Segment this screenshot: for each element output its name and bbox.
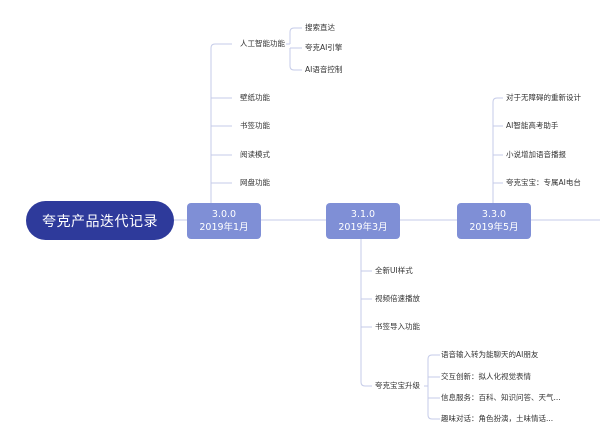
feature-ai-friend[interactable]: 语音输入转为能聊天的AI朋友: [441, 350, 539, 359]
version-node-3-1-0[interactable]: 3.1.0 2019年3月: [326, 203, 400, 239]
version-date: 2019年5月: [469, 222, 519, 233]
version-number: 3.3.0: [481, 209, 507, 220]
feature-wallpaper[interactable]: 壁纸功能: [240, 93, 270, 102]
feature-exam-assistant[interactable]: AI智能高考助手: [506, 121, 559, 130]
feature-accessibility[interactable]: 对于无障碍的重新设计: [506, 93, 581, 102]
feature-video-speed[interactable]: 视频倍速播放: [375, 294, 420, 303]
feature-bookmark-import[interactable]: 书签导入功能: [375, 322, 420, 331]
version-date: 2019年1月: [199, 222, 249, 233]
feature-ai-engine[interactable]: 夸克AI引擎: [305, 43, 343, 52]
feature-new-ui[interactable]: 全新UI样式: [375, 266, 413, 275]
feature-visual-expression[interactable]: 交互创新：拟人化视觉表情: [441, 372, 531, 381]
feature-info-service[interactable]: 信息服务：百科、知识问答、天气...: [441, 393, 561, 402]
feature-quark-baby-upgrade[interactable]: 夸克宝宝升级: [375, 381, 420, 390]
feature-novel-voice[interactable]: 小说增加语音播报: [506, 150, 566, 159]
feature-reading-mode[interactable]: 阅读模式: [240, 150, 270, 159]
version-node-3-3-0[interactable]: 3.3.0 2019年5月: [457, 203, 531, 239]
feature-fun-dialog[interactable]: 趣味对话：角色扮演，土味情话...: [441, 414, 554, 423]
feature-search-direct[interactable]: 搜索直达: [305, 23, 335, 32]
version-number: 3.0.0: [211, 209, 237, 220]
root-node[interactable]: 夸克产品迭代记录: [26, 201, 174, 240]
version-number: 3.1.0: [350, 209, 376, 220]
root-title: 夸克产品迭代记录: [42, 213, 158, 230]
feature-ai-radio[interactable]: 夸克宝宝：专属AI电台: [506, 178, 581, 187]
feature-ai[interactable]: 人工智能功能: [240, 39, 285, 48]
version-date: 2019年3月: [338, 222, 388, 233]
feature-ai-voice[interactable]: AI语音控制: [305, 65, 343, 74]
feature-bookmark[interactable]: 书签功能: [240, 121, 270, 130]
version-node-3-0-0[interactable]: 3.0.0 2019年1月: [187, 203, 261, 239]
feature-cloud-drive[interactable]: 网盘功能: [240, 178, 270, 187]
